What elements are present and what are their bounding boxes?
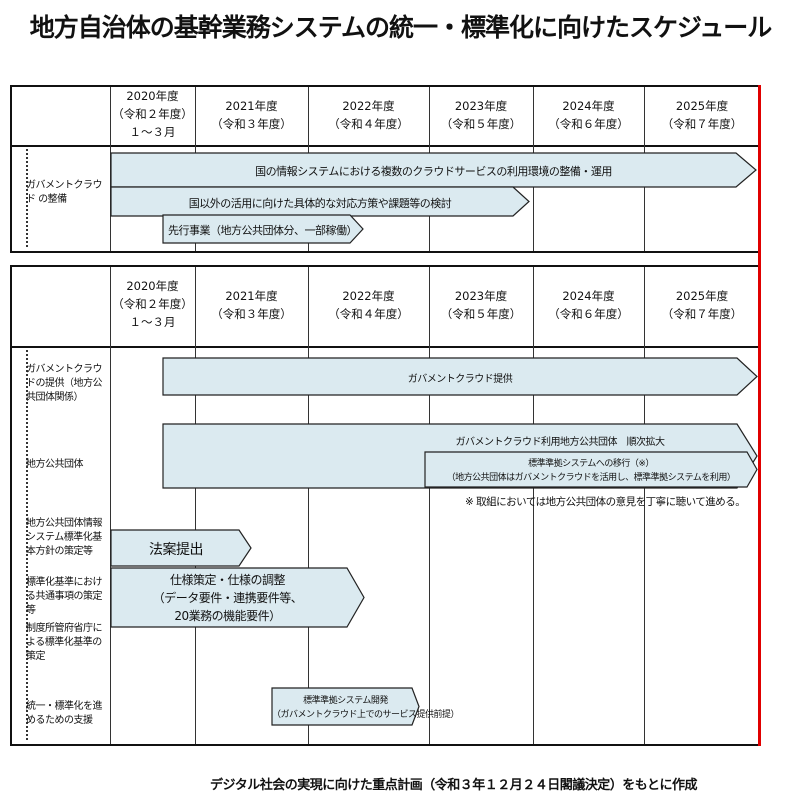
bar-system-dev: 標準準拠システム開発 （ガバメントクラウド上でのサービス提供前提） [272, 688, 460, 725]
row-label-provide: ガバメントクラウドの提供（地方公共団体関係） [26, 364, 103, 403]
year-header-line: （令和２年度） [112, 297, 193, 311]
row-label-support: 統一・標準化を進めるための支援 [26, 701, 103, 726]
year-header: 2020年度 （令和２年度） １～３月 [110, 87, 195, 141]
year-header-line: 2023年度 [454, 99, 508, 113]
year-header-line: １～３月 [129, 315, 176, 329]
year-header-line: 2023年度 [454, 289, 508, 303]
year-header: 2023年度 （令和５年度） [429, 97, 533, 133]
year-header: 2025年度 （令和７年度） [644, 97, 760, 133]
standardization-schedule-table: ガバメントクラウドの提供（地方公共団体関係） 地方公共団体 地方公共団体情報シス… [10, 265, 760, 746]
footnote: ※ 取組においては地方公共団体の意見を丁寧に聴いて進める。 [465, 496, 746, 508]
column-divider [308, 267, 309, 744]
bar-pilot-project: 先行事業（地方公共団体分、一部稼働） [163, 215, 363, 243]
year-header-line: 2021年度 [225, 289, 278, 303]
year-header-line: （令和４年度） [328, 117, 409, 131]
bar-migration: 標準準拠システムへの移行（※） （地方公共団体はガバメントクラウドを活用し、標準… [425, 452, 757, 487]
bar-cloud-provide: ガバメントクラウド提供 [163, 358, 757, 395]
year-header: 2020年度 （令和２年度） １～３月 [110, 277, 195, 331]
year-header: 2023年度 （令和５年度） [429, 287, 533, 323]
year-header: 2021年度 （令和３年度） [195, 97, 308, 133]
year-header: 2021年度 （令和３年度） [195, 287, 308, 323]
year-header-line: 2025年度 [675, 99, 729, 113]
column-divider [429, 267, 430, 744]
row-label-basic-policy: 地方公共団体情報システム標準化基本方針の策定等 [26, 518, 103, 557]
row-label-common-items: 標準化基準における共通事項の策定等 [26, 577, 103, 616]
bar-bill-submission: 法案提出 [111, 530, 251, 566]
year-header-line: 2022年度 [342, 99, 395, 113]
year-header-line: 2021年度 [225, 99, 278, 113]
bar-spec-development: 仕様策定・仕様の調整 （データ要件・連携要件等、 20業務の機能要件） [111, 568, 364, 627]
bar-gov-cloud-env: 国の情報システムにおける複数のクラウドサービスの利用環境の整備・運用 [111, 153, 756, 187]
row-label-cloud: ガバメントクラウド の整備 [26, 180, 103, 205]
year-header-line: （令和５年度） [440, 117, 522, 131]
year-header-line: 2020年度 [126, 89, 179, 103]
year-header: 2024年度 （令和６年度） [533, 97, 644, 133]
year-header-line: 2022年度 [342, 289, 395, 303]
year-header-line: （令和７年度） [661, 307, 743, 321]
bar-other-use-study: 国以外の活用に向けた具体的な対応方策や課題等の検討 [111, 187, 529, 216]
column-divider [644, 267, 645, 744]
column-divider [110, 267, 111, 744]
year-header-line: （令和７年度） [661, 117, 743, 131]
year-header-line: 2020年度 [126, 279, 179, 293]
year-header-line: （令和５年度） [440, 307, 522, 321]
year-header: 2024年度 （令和６年度） [533, 287, 644, 323]
column-divider [533, 267, 534, 744]
year-header-line: １～３月 [129, 125, 176, 139]
year-header-line: 2024年度 [562, 99, 615, 113]
row-label-ministry-standards: 制度所管府省庁による標準化基準の策定 [26, 623, 103, 662]
year-header-line: （令和６年度） [548, 117, 629, 131]
row-label-local-gov: 地方公共団体 [26, 459, 84, 470]
column-divider [195, 267, 196, 744]
year-header: 2025年度 （令和７年度） [644, 287, 760, 323]
year-header-line: （令和３年度） [211, 117, 292, 131]
year-header-line: （令和３年度） [211, 307, 292, 321]
year-header-line: 2024年度 [562, 289, 615, 303]
year-header-line: （令和６年度） [548, 307, 629, 321]
year-header: 2022年度 （令和４年度） [308, 287, 429, 323]
year-header-line: 2025年度 [675, 289, 729, 303]
page-title: 地方自治体の基幹業務システムの統一・標準化に向けたスケジュール [29, 13, 773, 42]
source-footer: デジタル社会の実現に向けた重点計画（令和３年１２月２４日閣議決定）をもとに作成 [210, 778, 697, 793]
year-header-line: （令和４年度） [328, 307, 409, 321]
year-header-line: （令和２年度） [112, 107, 193, 121]
deadline-line [758, 85, 761, 746]
year-header: 2022年度 （令和４年度） [308, 97, 429, 133]
